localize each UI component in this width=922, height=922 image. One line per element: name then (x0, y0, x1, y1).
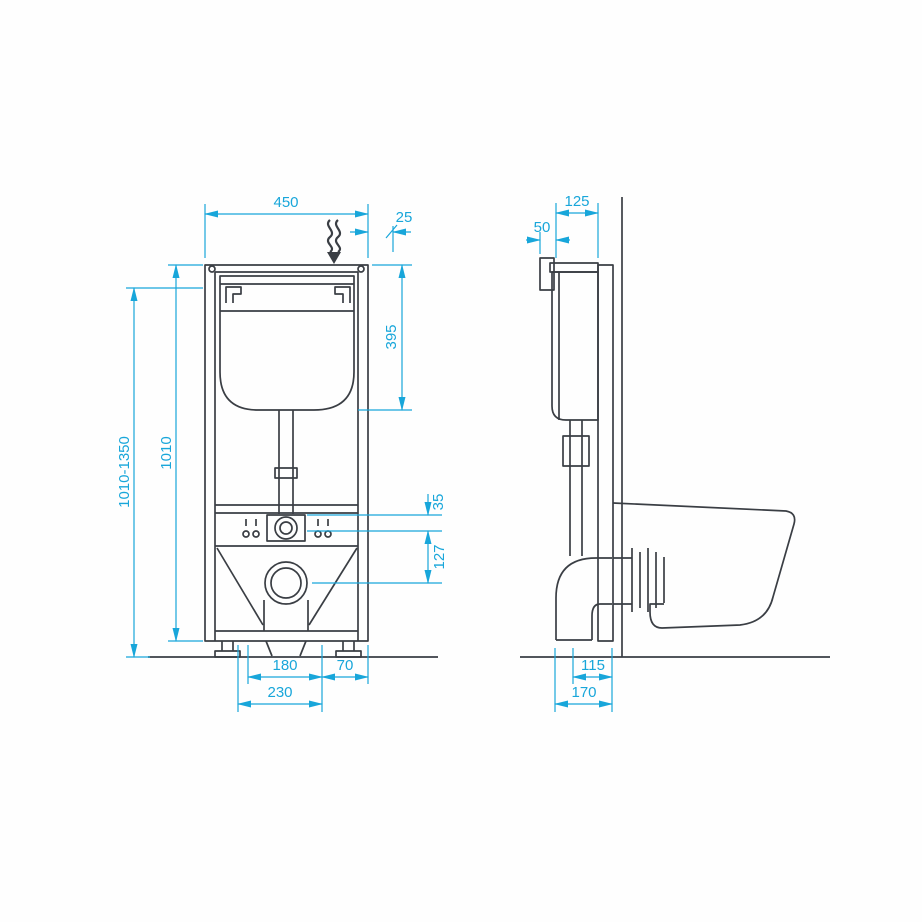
dim-frame-height: 1010 (158, 264, 203, 642)
flush-bend-box (266, 514, 306, 542)
side-frame-profile (597, 264, 614, 642)
cistern (219, 275, 355, 411)
dim-installation-height-label: 1010-1350 (116, 436, 133, 508)
toilet-bowl-profile (612, 502, 796, 629)
dim-frame-depth-label: 125 (564, 193, 589, 210)
flush-valve-box (562, 435, 590, 467)
dim-actuator-depth: 50 (526, 219, 570, 254)
dim-frame-width-label: 450 (273, 194, 298, 211)
water-inlet-arrow (326, 219, 342, 264)
side-view-dimensions: 125 50 115 170 (526, 193, 613, 712)
front-view-drawing (148, 219, 438, 658)
cistern-lid (549, 262, 599, 273)
outlet-connector-fins (613, 548, 665, 612)
side-view-drawing (520, 197, 830, 658)
frame-outline (204, 264, 369, 642)
dim-outlet-drop: 127 (312, 530, 448, 584)
actuator-plate (539, 257, 555, 291)
dim-outlet-depth: 170 (554, 648, 613, 712)
support-feet (214, 641, 362, 658)
dim-inlet-offset-label: 25 (396, 209, 413, 226)
dim-outlet-width-label: 230 (267, 684, 292, 701)
dim-fixing-spacing-label: 180 (272, 657, 297, 674)
dim-fixing-spacing: 180 (247, 645, 323, 712)
dim-actuator-depth-label: 50 (534, 219, 551, 236)
dim-cistern-height: 395 (358, 264, 412, 411)
outlet-circle (264, 561, 308, 605)
dim-frame-width: 450 (204, 194, 369, 258)
side-cistern (551, 271, 599, 421)
dim-outlet-offset-label: 115 (581, 657, 605, 674)
drain-elbow (555, 557, 612, 641)
dim-inlet-offset: 25 (350, 209, 412, 252)
frame-fixing-hole-right (357, 265, 365, 273)
dim-edge-offset: 70 (321, 645, 369, 684)
flush-pipe-coupling (274, 467, 298, 479)
dim-outlet-drop-label: 127 (431, 544, 448, 569)
dim-flush-offset-label: 35 (430, 494, 447, 511)
dim-installation-height: 1010-1350 (116, 287, 203, 658)
dim-outlet-width: 230 (237, 645, 323, 712)
dim-cistern-height-label: 395 (383, 324, 400, 349)
frame-brace-right (308, 547, 358, 626)
dim-outlet-depth-label: 170 (571, 684, 596, 701)
front-view-dimensions: 450 25 395 1010 1010-1350 (116, 194, 448, 712)
frame-brace-left (216, 547, 264, 626)
frame-fixing-hole-left (208, 265, 216, 273)
dim-frame-depth: 125 (555, 193, 599, 258)
dim-edge-offset-label: 70 (337, 657, 354, 674)
dim-frame-height-label: 1010 (158, 436, 175, 469)
cistern-mount-hooks (225, 286, 351, 303)
dim-flush-offset: 35 (307, 494, 447, 532)
